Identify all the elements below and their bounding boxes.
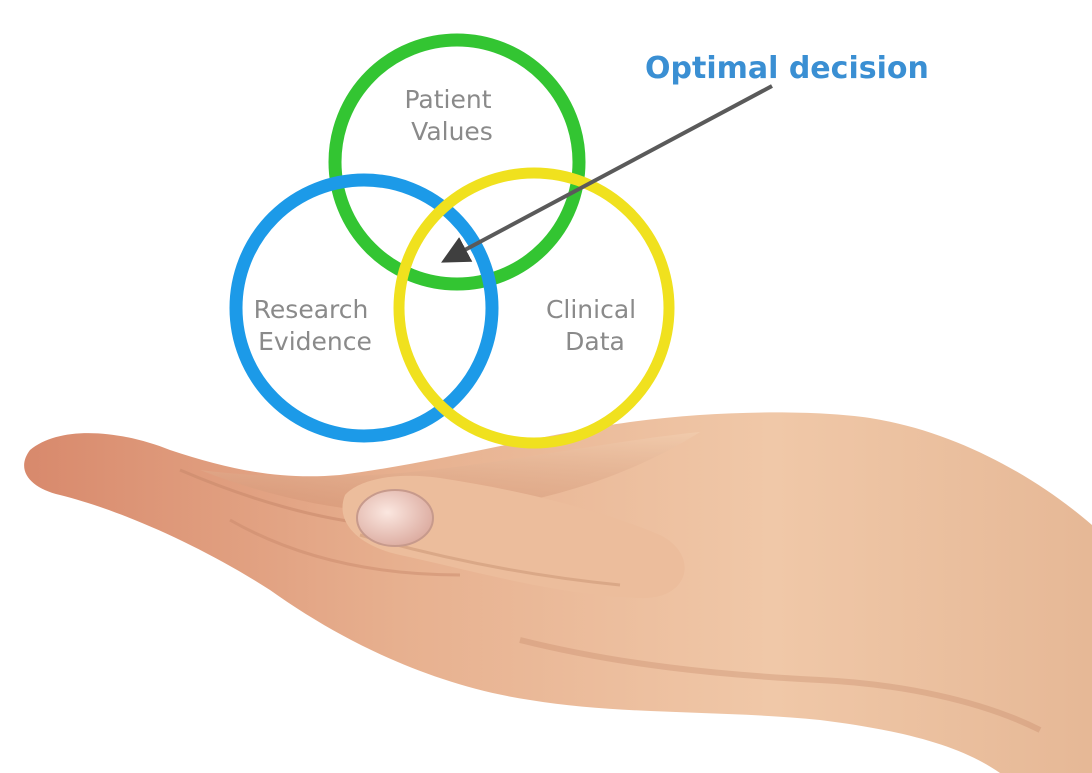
optimal-decision-label: Optimal decision bbox=[645, 51, 929, 86]
open-hand-palm-up-icon bbox=[24, 412, 1092, 773]
patient-values-circle bbox=[335, 40, 579, 284]
patient-values-label: Patient Values bbox=[404, 85, 499, 146]
clinical-data-label: Clinical Data bbox=[546, 295, 644, 356]
research-evidence-label: Research Evidence bbox=[254, 295, 377, 356]
